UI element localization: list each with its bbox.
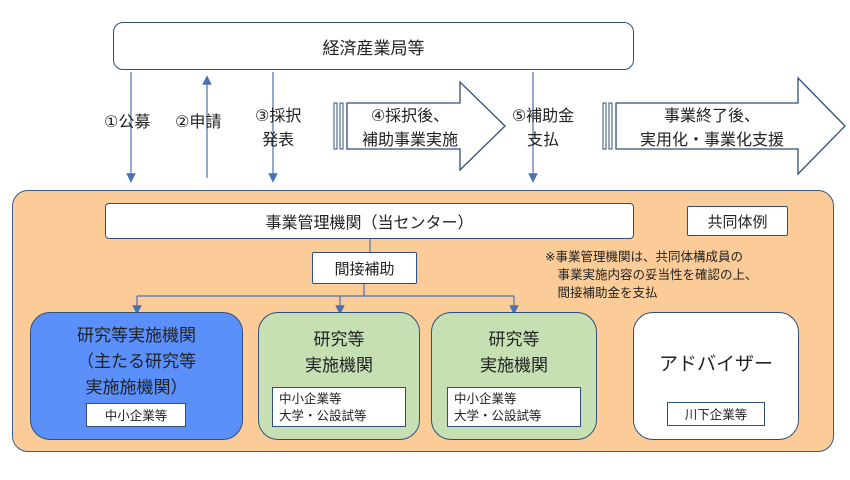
step-koubo: ①公募: [104, 112, 151, 131]
ministry-label: 経済産業局等: [322, 38, 425, 59]
main-research-org-tag: 中小企業等: [86, 403, 186, 427]
step-saitaku: ③採択 発表: [255, 106, 302, 149]
advisor-org-title: アドバイザー: [658, 353, 773, 375]
main-research-org-title: 研究等実施機関 （主たる研究等 実施施機関）: [77, 326, 196, 398]
management-note: ※事業管理機関は、共同体構成員の 事業実施内容の妥当性を確認の上、 間接補助金を…: [545, 249, 758, 300]
step-support: 事業終了後、 実用化・事業化支援: [639, 106, 784, 149]
management-org-box: 事業管理機関（当センター）: [105, 203, 634, 239]
advisor-org: アドバイザー 川下企業等: [633, 312, 799, 440]
research-org-2: 研究等 実施機関 中小企業等 大学・公設試等: [431, 312, 597, 440]
step-shiharai: ⑤補助金 支払: [511, 106, 575, 149]
research-org-2-tag: 中小企業等 大学・公設試等: [447, 387, 581, 427]
research-org-1-tag: 中小企業等 大学・公設試等: [272, 387, 406, 427]
step-implementation: ④採択後、 補助事業実施: [361, 106, 458, 149]
consortium-example-box: 共同体例: [687, 206, 788, 236]
advisor-org-tag: 川下企業等: [667, 402, 765, 426]
block-arrow-implementation: [333, 80, 506, 172]
research-org-1: 研究等 実施機関 中小企業等 大学・公設試等: [258, 312, 420, 440]
research-org-1-title: 研究等 実施機関: [305, 330, 373, 376]
management-org-label: 事業管理機関（当センター）: [265, 213, 474, 232]
block-arrow-support: [602, 76, 846, 176]
indirect-subsidy-box: 間接補助: [312, 252, 417, 284]
main-research-org: 研究等実施機関 （主たる研究等 実施施機関） 中小企業等: [30, 312, 243, 440]
research-org-2-title: 研究等 実施機関: [480, 330, 548, 376]
ministry-box: 経済産業局等: [113, 22, 634, 70]
consortium-example-label: 共同体例: [707, 212, 768, 231]
indirect-subsidy-label: 間接補助: [334, 259, 395, 278]
step-shinsei: ②申請: [175, 112, 222, 131]
